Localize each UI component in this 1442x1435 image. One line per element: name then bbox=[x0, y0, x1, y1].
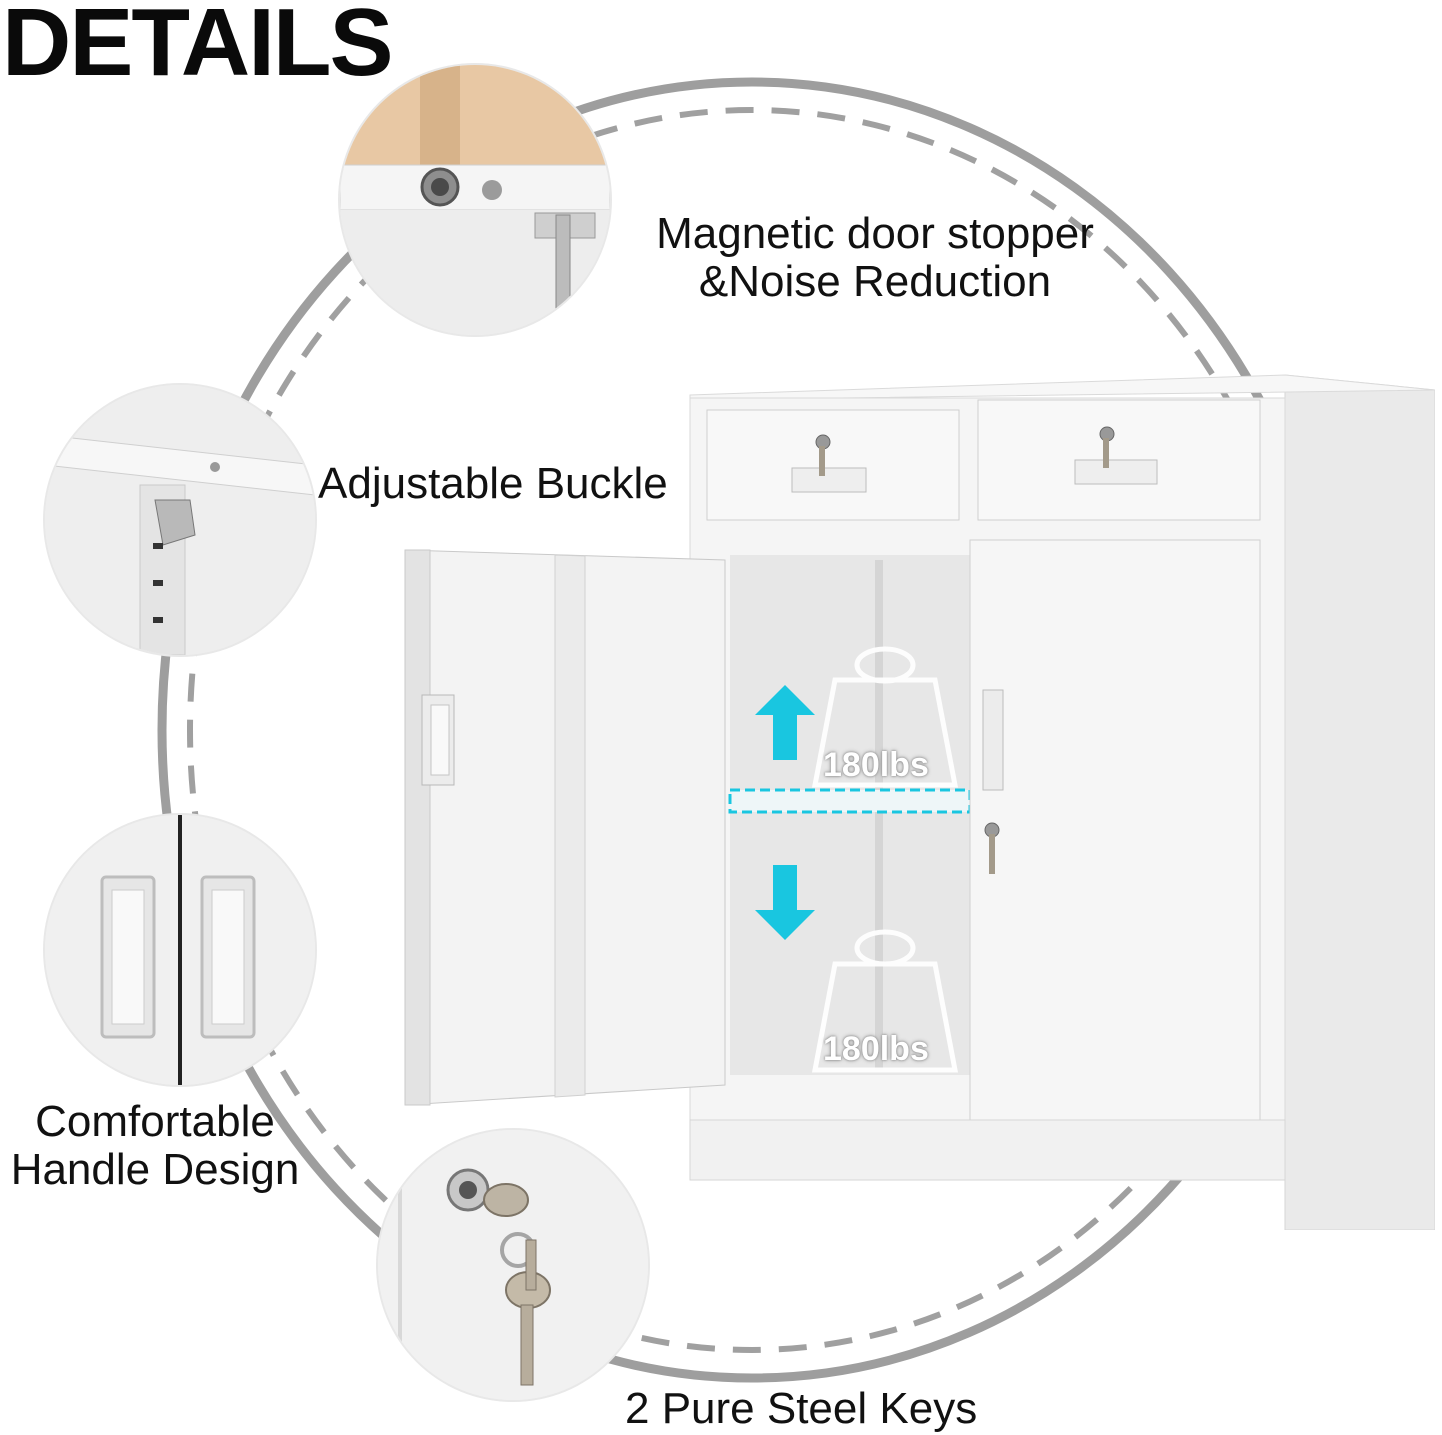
page-title: DETAILS bbox=[2, 0, 394, 96]
handle-design-photo bbox=[45, 815, 315, 1085]
magnetic-stopper-label: Magnetic door stopper &Noise Reduction bbox=[640, 209, 1110, 307]
lower-shelf-capacity: 180lbs bbox=[823, 1030, 929, 1068]
adjustable-buckle-photo bbox=[45, 385, 315, 655]
magnetic-stopper-photo bbox=[340, 65, 610, 335]
handle-design-label: Comfortable Handle Design bbox=[0, 1097, 310, 1195]
steel-keys-label: 2 Pure Steel Keys bbox=[625, 1384, 978, 1433]
handle-design-text: Comfortable Handle Design bbox=[10, 1097, 300, 1195]
steel-keys-photo bbox=[378, 1130, 648, 1400]
upper-shelf-capacity: 180lbs bbox=[823, 746, 929, 784]
cabinet-illustration bbox=[404, 374, 1435, 1230]
adjustable-buckle-label: Adjustable Buckle bbox=[318, 459, 668, 508]
magnetic-stopper-text: Magnetic door stopper &Noise Reduction bbox=[656, 209, 1094, 307]
